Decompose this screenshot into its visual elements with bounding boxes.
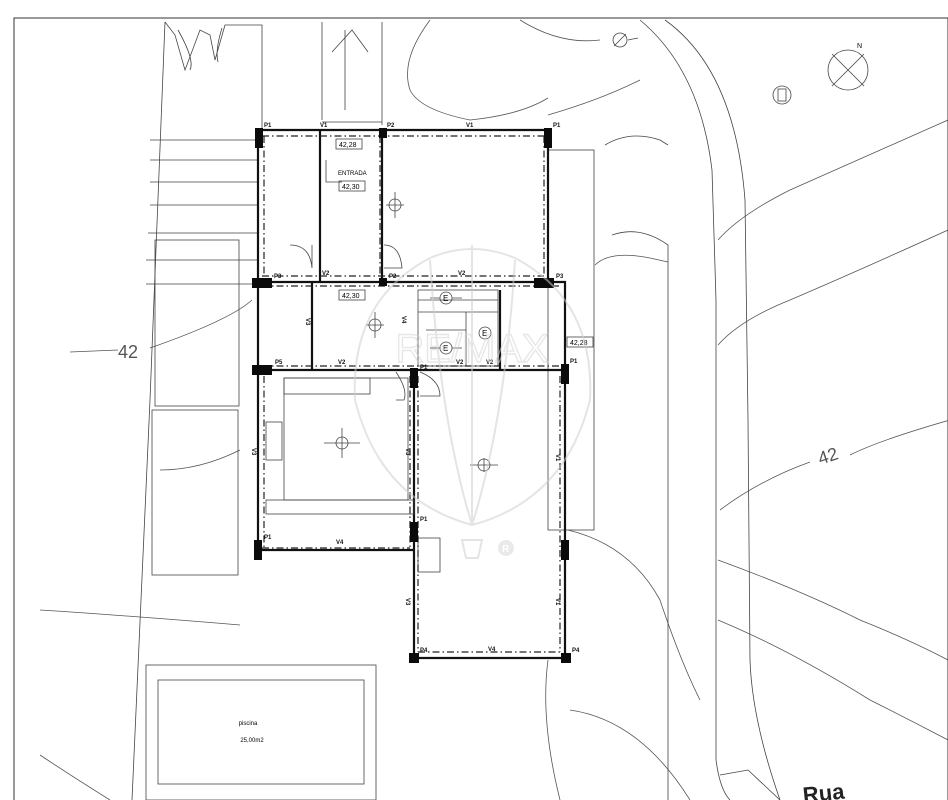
column-label: P2: [387, 123, 395, 129]
beam-label: V1: [320, 123, 328, 129]
column: [410, 368, 418, 388]
socket-letter: E: [443, 294, 448, 303]
north-label: N: [857, 43, 862, 50]
building-walls: [256, 128, 567, 660]
column-label: P3: [556, 274, 564, 280]
electrical-symbols: E E E: [430, 291, 492, 355]
contour-label: 42: [118, 342, 138, 362]
beam-label: V3: [250, 448, 256, 456]
column: [534, 278, 554, 288]
column: [544, 128, 552, 148]
door-swings: [289, 160, 441, 401]
column: [410, 522, 418, 542]
pool-area: 25,00m2: [240, 738, 264, 744]
light-fixture: [470, 458, 498, 472]
section-marker-icon: [772, 85, 792, 105]
beam-label: V4: [488, 647, 496, 653]
light-fixtures: [324, 192, 498, 472]
light-fixture: [386, 192, 404, 218]
pool-name: piscina: [239, 721, 258, 727]
column: [379, 278, 387, 286]
socket-symbol: E: [478, 326, 492, 340]
beam-label: V2: [456, 360, 464, 366]
road-edges: [604, 19, 781, 800]
column: [252, 278, 272, 288]
structural-columns: [252, 128, 571, 663]
beam-label: V3: [404, 598, 410, 606]
beam-labels: V1 V1 V2 V2 V2 V2 V2 V3 V3 V3 V4 V4 V4 V…: [250, 123, 560, 653]
entrance-label: ENTRADA: [338, 171, 367, 177]
contour-label: 42: [815, 443, 840, 468]
watermark-text: RE/MAX: [395, 327, 548, 371]
socket-letter: E: [443, 344, 448, 353]
column-label: P3: [274, 274, 282, 280]
beam-label: V2: [486, 360, 494, 366]
beam-label: V3: [404, 448, 410, 456]
column: [255, 128, 263, 148]
bearing-marker-icon: [612, 32, 639, 48]
column-label: P1: [264, 123, 272, 129]
beam-label: V4: [400, 316, 406, 324]
column: [252, 365, 272, 375]
column-label: P1: [420, 365, 428, 371]
beam-label: V2: [322, 271, 330, 277]
beam-label: V1: [466, 123, 474, 129]
topography-lines: [39, 19, 948, 800]
column: [561, 653, 571, 663]
beam-label: V1: [554, 598, 560, 606]
column: [409, 653, 419, 663]
watermark-mark: R: [502, 544, 510, 555]
light-fixture: [366, 312, 384, 338]
elevation-label: 42,28: [570, 340, 588, 347]
column: [561, 364, 569, 384]
column: [254, 540, 262, 560]
beam-lines: [262, 135, 561, 653]
column-label: P4: [572, 648, 580, 654]
drawing-border: [13, 17, 948, 800]
column-label: P5: [275, 360, 283, 366]
column-label: P1: [553, 123, 561, 129]
column-label: P1: [420, 517, 428, 523]
column-label: P4: [420, 648, 428, 654]
socket-symbol: E: [430, 291, 462, 305]
column: [561, 540, 569, 560]
column-labels: P1 P2 P1 P3 P2 P3 P5 P1 P1 P1 P1 P4 P4: [264, 123, 580, 654]
elevation-label: 42,28: [339, 142, 357, 149]
elevation-tags: 42,28 42,30 42,30 42,28 ENTRADA: [335, 138, 594, 348]
beam-label: V3: [304, 318, 310, 326]
north-arrow: N: [827, 43, 869, 91]
beam-label: V1: [554, 454, 560, 462]
watermark: RE/MAX R: [353, 245, 592, 559]
elevation-label: 42,30: [342, 184, 360, 191]
beam-label: V2: [458, 271, 466, 277]
beam-label: V2: [338, 360, 346, 366]
column: [379, 128, 387, 138]
column-label: P1: [570, 359, 578, 365]
socket-letter: E: [482, 329, 487, 338]
beam-label: V4: [336, 540, 344, 546]
column-label: P2: [389, 274, 397, 280]
column-label: P1: [264, 535, 272, 541]
light-fixture: [324, 428, 360, 458]
road-label: Rua: [802, 778, 847, 800]
elevation-label: 42,30: [342, 293, 360, 300]
site-elements: [131, 21, 595, 800]
swimming-pool: piscina 25,00m2: [145, 664, 377, 800]
